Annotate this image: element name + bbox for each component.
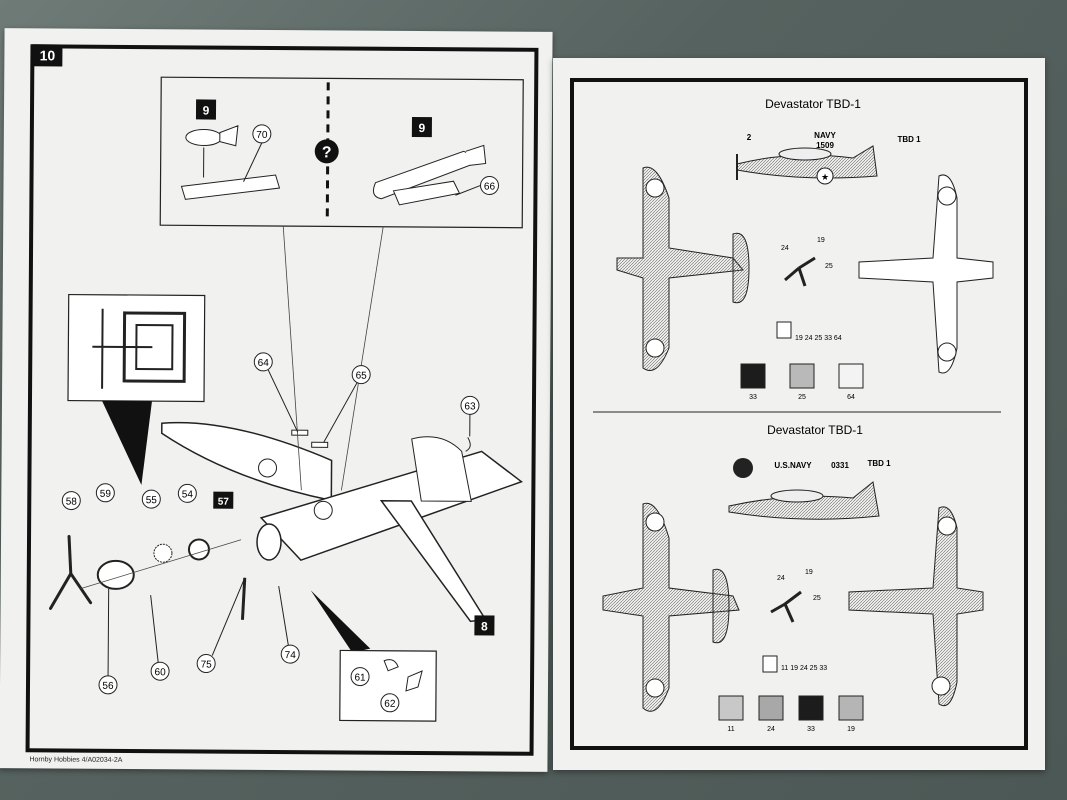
paint-swatch-label: 33 <box>807 726 815 733</box>
part-58-label: 58 <box>66 497 78 508</box>
scheme2-title: Devastator TBD-1 <box>767 423 863 437</box>
scheme1-top-view <box>616 166 750 371</box>
paint-swatch <box>758 695 784 721</box>
question-mark: ? <box>322 144 332 161</box>
scheme1-title: Devastator TBD-1 <box>765 97 861 111</box>
instruction-sheet-right: Devastator TBD-1 ★ 2 NAVY 1509 TBD 1 24 … <box>553 58 1045 770</box>
engine-mount-detail-inset <box>67 293 206 486</box>
scheme2-paint-list: 11 19 24 25 33 <box>781 665 827 672</box>
scheme1-callout-tbd1: TBD 1 <box>897 135 921 144</box>
scheme2-underside-view <box>848 506 984 707</box>
step-number: 10 <box>40 47 56 63</box>
scheme1-swatches: 33 25 64 <box>740 363 864 401</box>
squadron-insignia-icon <box>733 458 753 478</box>
part-66-label: 66 <box>484 181 496 192</box>
bomb-rack-plate <box>180 174 281 200</box>
scheme2-callout-usnavy: U.S.NAVY <box>774 461 812 470</box>
part-61-label: 61 <box>354 673 366 684</box>
scheme2-callout-0331: 0331 <box>831 461 849 470</box>
scheme2-top-view <box>602 502 740 712</box>
option-right-step: 9 <box>419 121 426 135</box>
part-74-label: 74 <box>285 650 297 661</box>
svg-text:24: 24 <box>781 245 789 252</box>
svg-text:★: ★ <box>821 172 829 182</box>
part-57-label: 57 <box>218 497 230 508</box>
tailwheel-detail-box: 8 61 62 <box>310 590 495 722</box>
bottom-step-number: 8 <box>481 619 488 633</box>
paint-swatch-label: 24 <box>767 726 775 733</box>
part-70-label: 70 <box>256 130 268 141</box>
paint-swatch <box>838 363 864 389</box>
part-54-label: 54 <box>182 489 194 500</box>
part-59-label: 59 <box>100 489 112 500</box>
assembly-diagram: 10 9 9 ? 70 <box>32 44 524 722</box>
scheme2-side-view: U.S.NAVY 0331 TBD 1 <box>728 458 891 520</box>
paint-swatch <box>789 363 815 389</box>
scheme2-callout-tbd1: TBD 1 <box>867 459 891 468</box>
scheme1-paint-list: 19 24 25 33 64 <box>795 335 842 342</box>
svg-text:19: 19 <box>805 569 813 576</box>
aircraft-fuselage-assembly <box>161 421 523 623</box>
paint-swatch <box>740 363 766 389</box>
paint-swatch-label: 19 <box>847 726 855 733</box>
paint-swatch-label: 33 <box>749 394 757 401</box>
scheme1-callout-1509: 1509 <box>816 141 834 150</box>
scheme2-propeller-icon: 24 19 25 <box>770 569 821 623</box>
bomb-icon <box>185 124 239 178</box>
part-60-label: 60 <box>154 667 166 678</box>
footer-code: Hornby Hobbies 4/A02034-2A <box>29 756 123 764</box>
propeller-icon <box>49 535 93 610</box>
scheme1-underside-view <box>858 174 994 374</box>
question-icon <box>314 139 339 164</box>
scheme1-paint-can-icon <box>776 321 792 339</box>
part-65-label: 65 <box>356 371 368 382</box>
part-62-label: 62 <box>384 699 396 710</box>
part-63-label: 63 <box>464 401 476 412</box>
part-55-label: 55 <box>146 495 158 506</box>
paint-swatch <box>718 695 744 721</box>
paint-scheme-diagram: Devastator TBD-1 ★ 2 NAVY 1509 TBD 1 24 … <box>593 97 1001 733</box>
paint-swatch <box>838 695 864 721</box>
part-64-label: 64 <box>258 358 270 369</box>
engine-parts: 58 59 55 54 57 56 60 75 74 <box>49 483 300 695</box>
step-10-badge: 10 <box>32 44 63 67</box>
scheme1-callout-navy: NAVY <box>814 131 836 140</box>
svg-text:24: 24 <box>777 575 785 582</box>
right-page-frame <box>570 78 1028 750</box>
scheme1-callout-2: 2 <box>747 133 752 142</box>
scheme1-propeller-icon: 24 19 25 <box>781 237 833 287</box>
scheme1-side-view: ★ 2 NAVY 1509 TBD 1 <box>736 131 921 185</box>
svg-text:19: 19 <box>817 237 825 244</box>
scheme2-swatches: 11 24 33 19 <box>718 695 864 733</box>
paint-swatch-label: 11 <box>727 726 734 733</box>
part-75-label: 75 <box>201 659 213 670</box>
svg-text:25: 25 <box>813 595 821 602</box>
scheme2-paint-can-icon <box>762 655 778 673</box>
svg-text:25: 25 <box>825 263 833 270</box>
instruction-sheet-left: 10 9 9 ? 70 <box>0 28 553 772</box>
bomb-torpedo-option-box: 9 9 ? 70 66 <box>159 76 524 229</box>
paint-swatch-label: 25 <box>798 394 806 401</box>
part-56-label: 56 <box>102 681 114 692</box>
paint-swatch-label: 64 <box>847 394 855 401</box>
torpedo-icon <box>372 144 487 200</box>
engine-cowling-icon <box>96 559 135 590</box>
option-left-step: 9 <box>203 103 210 117</box>
paint-swatch <box>798 695 824 721</box>
